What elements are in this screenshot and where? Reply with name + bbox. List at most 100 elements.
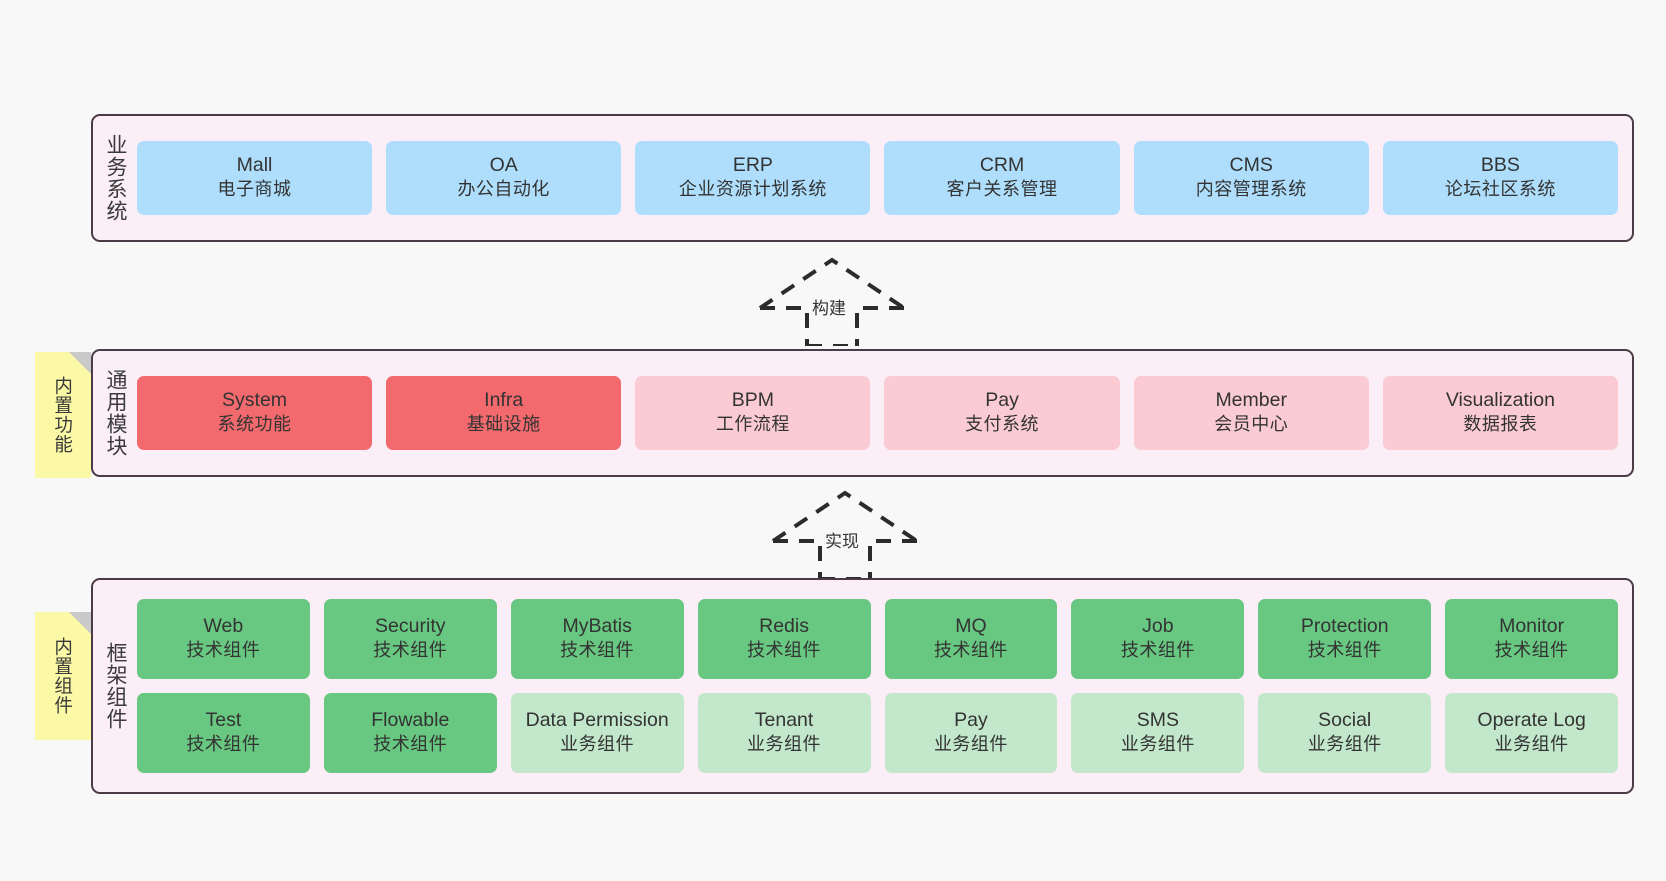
module-name: Operate Log <box>1477 709 1586 732</box>
sticky-note-builtin-components: 内置组件 <box>35 612 91 740</box>
module-box-data-permission[interactable]: Data Permission 业务组件 <box>510 693 684 773</box>
module-box-sms[interactable]: SMS 业务组件 <box>1071 693 1245 773</box>
module-name: Mall <box>236 154 273 177</box>
module-sub: 业务组件 <box>747 734 822 755</box>
module-box-visualization[interactable]: Visualization 数据报表 <box>1382 376 1618 450</box>
layer-common-modules: 通用模块 System 系统功能 Infra 基础设施 BPM 工作流程 Pay… <box>91 349 1634 477</box>
note-fold-corner-icon <box>69 352 91 374</box>
module-name: Flowable <box>371 709 450 732</box>
layer-body-framework: Web 技术组件 Security 技术组件 MyBatis 技术组件 Redi… <box>133 580 1632 792</box>
module-name: Tenant <box>754 709 814 732</box>
layer-framework-row-1: Web 技术组件 Security 技术组件 MyBatis 技术组件 Redi… <box>136 599 1619 679</box>
module-sub: 电子商城 <box>217 179 292 200</box>
module-box-security[interactable]: Security 技术组件 <box>323 599 497 679</box>
module-name: Test <box>205 709 242 732</box>
module-sub: 数据报表 <box>1463 414 1538 435</box>
module-sub: 企业资源计划系统 <box>678 179 827 200</box>
module-name: Protection <box>1300 615 1389 638</box>
layer-framework-row-2: Test 技术组件 Flowable 技术组件 Data Permission … <box>136 693 1619 773</box>
module-name: MyBatis <box>562 615 632 638</box>
module-sub: 办公自动化 <box>457 179 550 200</box>
arrow-implement: 实现 <box>765 489 925 579</box>
arrow-build-label: 构建 <box>812 299 846 318</box>
module-name: SMS <box>1136 709 1179 732</box>
module-name: CRM <box>979 154 1025 177</box>
module-name: Pay <box>954 709 988 732</box>
module-box-test[interactable]: Test 技术组件 <box>136 693 310 773</box>
arrow-build: 构建 <box>752 256 912 346</box>
module-sub: 技术组件 <box>186 734 261 755</box>
module-sub: 技术组件 <box>186 640 261 661</box>
module-box-mall[interactable]: Mall 电子商城 <box>136 141 373 215</box>
layer-common-row-1: System 系统功能 Infra 基础设施 BPM 工作流程 Pay 支付系统… <box>136 376 1618 450</box>
layer-business-system: 业务系统 Mall 电子商城 OA 办公自动化 ERP 企业资源计划系统 CRM… <box>91 114 1634 242</box>
module-box-protection[interactable]: Protection 技术组件 <box>1258 599 1432 679</box>
module-box-redis[interactable]: Redis 技术组件 <box>697 599 871 679</box>
module-name: MQ <box>955 615 987 638</box>
module-name: BBS <box>1480 154 1520 177</box>
module-sub: 技术组件 <box>560 640 635 661</box>
module-box-crm[interactable]: CRM 客户关系管理 <box>884 141 1120 215</box>
module-name: CMS <box>1229 154 1273 177</box>
module-box-system[interactable]: System 系统功能 <box>136 376 373 450</box>
module-box-flowable[interactable]: Flowable 技术组件 <box>323 693 497 773</box>
module-name: Redis <box>759 615 809 638</box>
module-sub: 系统功能 <box>217 414 292 435</box>
module-sub: 内容管理系统 <box>1195 179 1307 200</box>
module-box-mq[interactable]: MQ 技术组件 <box>884 599 1058 679</box>
layer-framework-components: 框架组件 Web 技术组件 Security 技术组件 MyBatis 技术组件… <box>91 578 1634 794</box>
module-sub: 技术组件 <box>373 734 448 755</box>
module-name: Member <box>1215 389 1287 412</box>
module-sub: 基础设施 <box>466 414 541 435</box>
module-name: OA <box>489 154 518 177</box>
module-box-tenant[interactable]: Tenant 业务组件 <box>697 693 871 773</box>
module-name: Job <box>1142 615 1174 638</box>
module-sub: 支付系统 <box>965 414 1040 435</box>
module-box-mybatis[interactable]: MyBatis 技术组件 <box>510 599 684 679</box>
layer-business-row-1: Mall 电子商城 OA 办公自动化 ERP 企业资源计划系统 CRM 客户关系… <box>136 141 1618 215</box>
module-box-pay[interactable]: Pay 支付系统 <box>884 376 1120 450</box>
module-sub: 会员中心 <box>1214 414 1289 435</box>
module-box-operate-log[interactable]: Operate Log 业务组件 <box>1445 693 1619 773</box>
module-box-erp[interactable]: ERP 企业资源计划系统 <box>635 141 871 215</box>
module-sub: 技术组件 <box>1120 640 1195 661</box>
layer-body-business: Mall 电子商城 OA 办公自动化 ERP 企业资源计划系统 CRM 客户关系… <box>133 116 1632 240</box>
module-box-member[interactable]: Member 会员中心 <box>1133 376 1369 450</box>
module-box-bbs[interactable]: BBS 论坛社区系统 <box>1382 141 1618 215</box>
sticky-note-builtin-functions: 内置功能 <box>35 352 91 478</box>
module-box-job[interactable]: Job 技术组件 <box>1071 599 1245 679</box>
module-box-bpm[interactable]: BPM 工作流程 <box>635 376 871 450</box>
module-box-cms[interactable]: CMS 内容管理系统 <box>1133 141 1369 215</box>
module-name: Monitor <box>1499 615 1565 638</box>
module-sub: 技术组件 <box>1307 640 1382 661</box>
module-sub: 技术组件 <box>1494 640 1569 661</box>
module-box-web[interactable]: Web 技术组件 <box>136 599 310 679</box>
module-name: Visualization <box>1445 389 1555 412</box>
module-name: Social <box>1318 709 1372 732</box>
module-sub: 业务组件 <box>933 734 1008 755</box>
module-box-oa[interactable]: OA 办公自动化 <box>386 141 622 215</box>
module-box-monitor[interactable]: Monitor 技术组件 <box>1445 599 1619 679</box>
module-name: ERP <box>732 154 773 177</box>
module-box-social[interactable]: Social 业务组件 <box>1258 693 1432 773</box>
layer-title-common: 通用模块 <box>103 369 127 457</box>
module-box-pay-business[interactable]: Pay 业务组件 <box>884 693 1058 773</box>
module-sub: 业务组件 <box>1120 734 1195 755</box>
module-sub: 技术组件 <box>373 640 448 661</box>
note-text: 内置组件 <box>52 637 74 715</box>
module-name: BPM <box>731 389 774 412</box>
layer-title-framework: 框架组件 <box>103 642 127 730</box>
module-sub: 业务组件 <box>560 734 635 755</box>
module-name: Security <box>375 615 446 638</box>
module-sub: 业务组件 <box>1307 734 1382 755</box>
arrow-implement-label: 实现 <box>825 532 859 551</box>
module-box-infra[interactable]: Infra 基础设施 <box>386 376 622 450</box>
module-sub: 工作流程 <box>715 414 790 435</box>
module-sub: 技术组件 <box>933 640 1008 661</box>
module-name: Infra <box>484 389 524 412</box>
layer-body-common: System 系统功能 Infra 基础设施 BPM 工作流程 Pay 支付系统… <box>133 351 1632 475</box>
layer-title-business: 业务系统 <box>103 134 127 222</box>
module-name: Pay <box>985 389 1019 412</box>
module-sub: 论坛社区系统 <box>1444 179 1556 200</box>
module-sub: 客户关系管理 <box>946 179 1058 200</box>
